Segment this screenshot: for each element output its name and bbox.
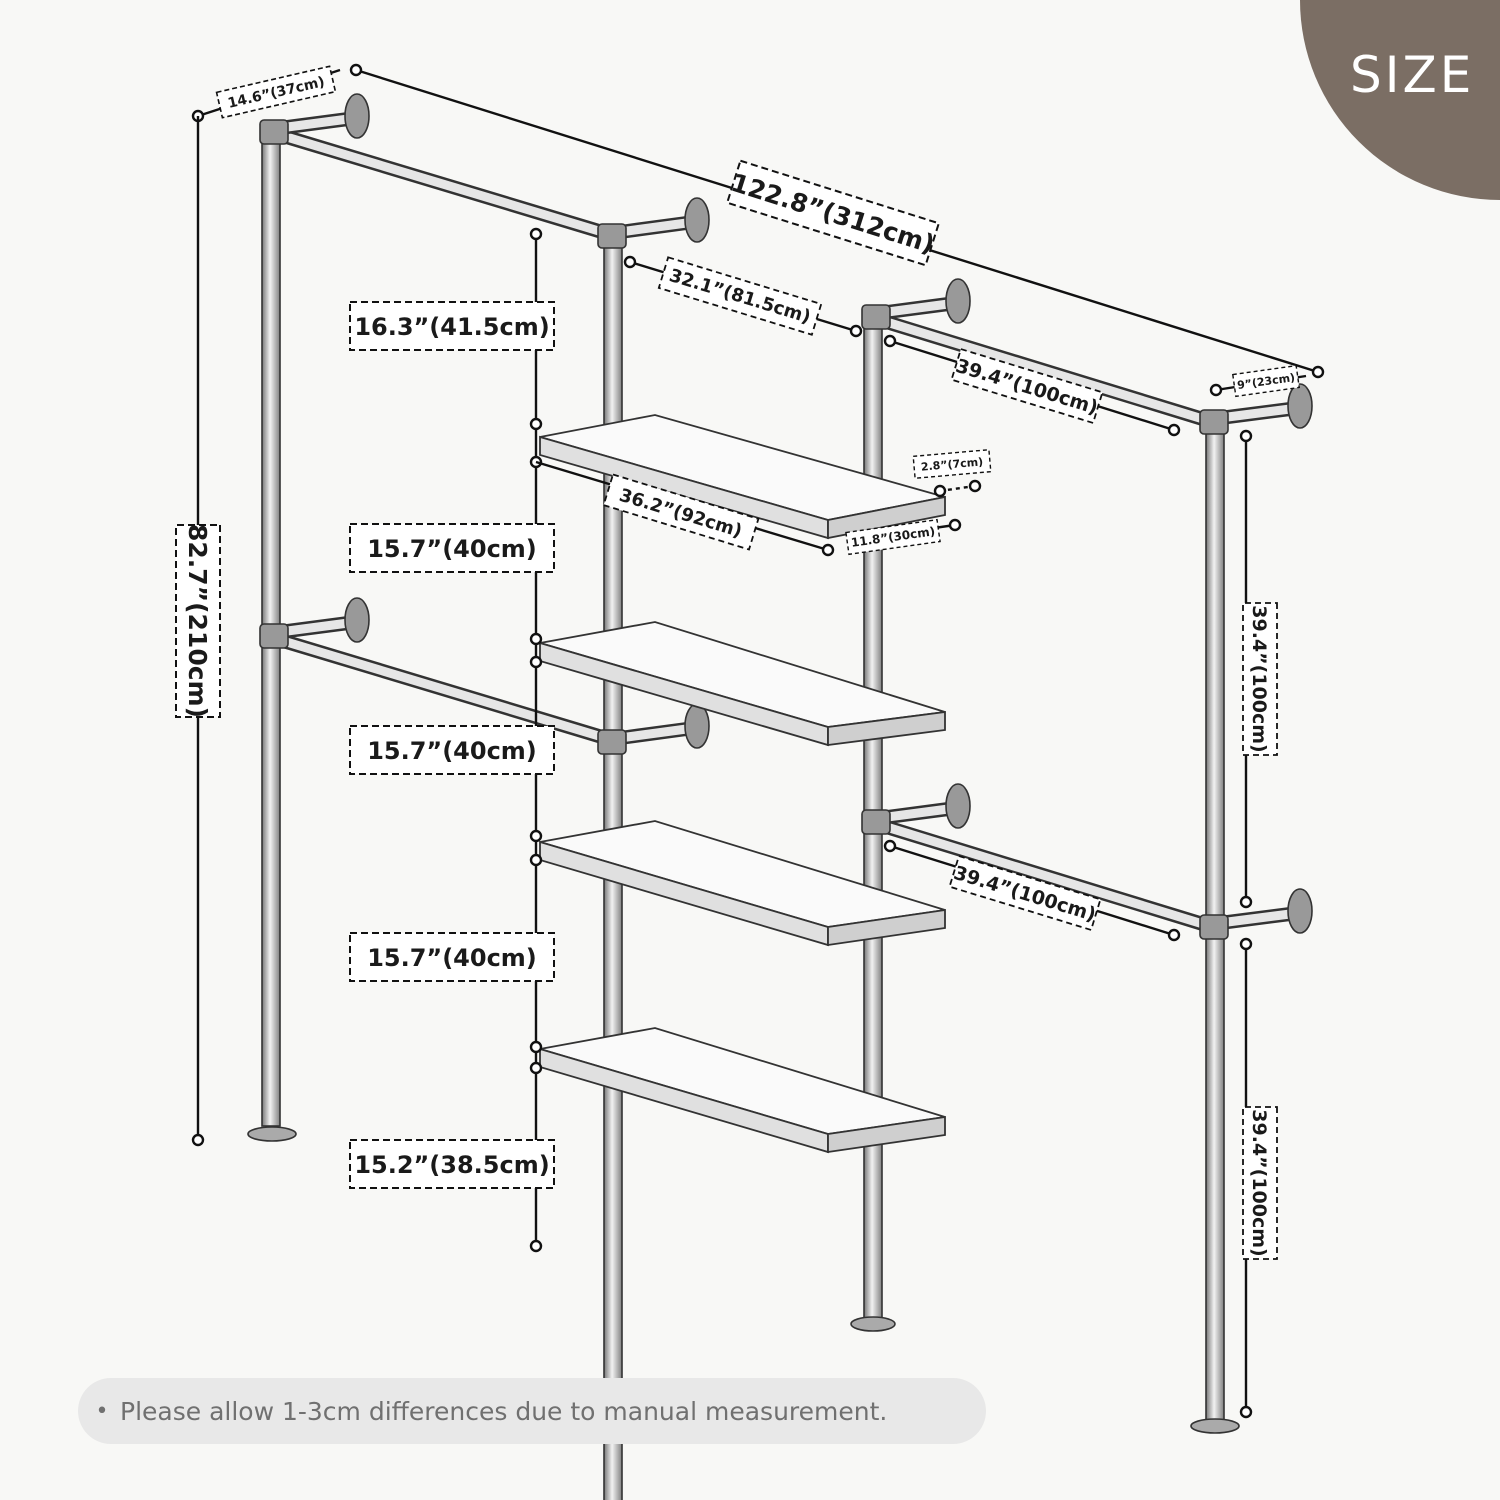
shelves [539, 414, 946, 1154]
note-text: Please allow 1-3cm differences due to ma… [120, 1396, 888, 1426]
shelf-lip-text: 2.8”(7cm) [920, 455, 983, 473]
right-lower-height-label: 39.4”(100cm) [1242, 1106, 1278, 1260]
gap-1-text: 15.7”(40cm) [367, 535, 537, 563]
top-rod-left-label: 32.1”(81.5cm) [657, 256, 823, 336]
shelf-lip-label: 2.8”(7cm) [912, 448, 992, 480]
right-upper-height-text: 39.4”(100cm) [1248, 605, 1270, 752]
left-frame [247, 93, 619, 1142]
gap-1-label: 15.7”(40cm) [349, 523, 555, 573]
left-depth-label: 14.6”(37cm) [215, 65, 337, 119]
total-height-text: 82.7”(210cm) [183, 524, 212, 718]
gap-bottom-text: 15.2”(38.5cm) [354, 1151, 549, 1179]
gap-bottom-label: 15.2”(38.5cm) [349, 1139, 555, 1189]
right-frame [861, 278, 1313, 1434]
right-depth-label: 9”(23cm) [1231, 364, 1301, 398]
measurement-note: • Please allow 1-3cm differences due to … [78, 1378, 986, 1444]
right-upper-height-label: 39.4”(100cm) [1242, 602, 1278, 756]
note-bullet: • [95, 1398, 109, 1424]
gap-3-label: 15.7”(40cm) [349, 932, 555, 982]
gap-2-text: 15.7”(40cm) [367, 737, 537, 765]
gap-3-text: 15.7”(40cm) [367, 944, 537, 972]
gap-top-label: 16.3”(41.5cm) [349, 301, 555, 351]
right-lower-height-text: 39.4”(100cm) [1248, 1109, 1270, 1256]
size-badge-label: SIZE [1350, 46, 1475, 104]
gap-top-text: 16.3”(41.5cm) [354, 313, 549, 341]
total-height-label: 82.7”(210cm) [175, 524, 221, 718]
total-width-label: 122.8”(312cm) [725, 159, 941, 267]
gap-2-label: 15.7”(40cm) [349, 725, 555, 775]
